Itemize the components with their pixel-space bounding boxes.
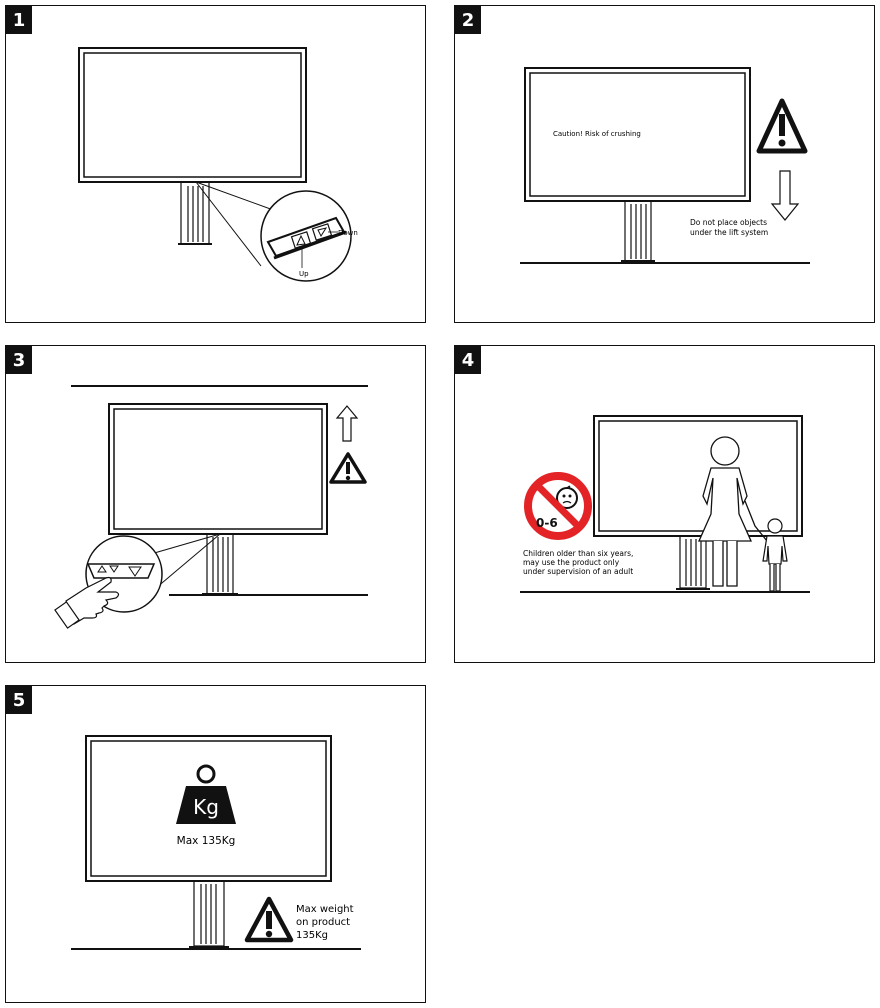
caution-triangle-icon	[329, 452, 367, 484]
lift-column	[202, 533, 238, 595]
age-label: 0-6	[536, 516, 558, 530]
max-load-text: Max 135Kg	[177, 835, 236, 847]
weight-icon: Kg	[176, 764, 236, 824]
caution-triangle-icon	[244, 896, 294, 943]
children-line-3: under supervision of an adult	[523, 567, 633, 576]
panel-2: 2 Caution! Risk of crushing Do not place…	[454, 5, 875, 323]
panel-3-illustration	[54, 385, 368, 629]
step-badge-5: 5	[6, 686, 32, 714]
step-badge-4: 4	[455, 346, 481, 374]
no-objects-line-1: Do not place objects	[690, 218, 767, 227]
panel-4: 4	[454, 345, 875, 663]
children-line-1: Children older than six years,	[523, 549, 633, 558]
monitor	[78, 47, 307, 183]
arrow-down-icon	[770, 170, 800, 221]
step-badge-1: 1	[6, 6, 32, 34]
down-label: Down	[338, 229, 358, 237]
panel-3: 3	[5, 345, 426, 663]
max-weight-line-3: 135Kg	[296, 930, 328, 941]
panel-5-illustration: Kg Max 135Kg Max weight on product 135Kg	[71, 735, 361, 950]
child-figure	[762, 518, 788, 592]
step-badge-3: 3	[6, 346, 32, 374]
lift-column	[178, 181, 212, 245]
step-badge-2: 2	[455, 6, 481, 34]
adult-figure	[697, 436, 768, 587]
lift-column	[189, 880, 229, 948]
button-zoom-circle	[260, 190, 352, 282]
panel-2-illustration: Caution! Risk of crushing Do not place o…	[520, 67, 810, 264]
caution-triangle-icon	[756, 98, 808, 154]
caution-text: Caution! Risk of crushing	[553, 130, 641, 138]
panel-4-illustration: 0-6 Children older than six years, may u…	[520, 415, 810, 593]
up-label: Up	[299, 270, 309, 278]
children-line-2: may use the product only	[523, 558, 620, 567]
hand-pointer-icon	[54, 576, 120, 629]
monitor	[108, 403, 328, 535]
kg-label: Kg	[193, 795, 219, 819]
max-weight-line-2: on product	[296, 917, 350, 928]
lift-column	[676, 535, 710, 590]
no-objects-line-2: under the lift system	[690, 228, 768, 237]
max-weight-line-1: Max weight	[296, 904, 354, 915]
panel-1-illustration: Down Up	[78, 47, 358, 282]
arrow-up-icon	[335, 405, 359, 442]
no-children-icon: 0-6	[524, 472, 592, 540]
lift-column	[621, 200, 655, 262]
panel-5: 5 Kg Max 135Kg Max weight on product 135…	[5, 685, 426, 1003]
panel-1: 1 Down Up	[5, 5, 426, 323]
monitor	[593, 415, 803, 537]
